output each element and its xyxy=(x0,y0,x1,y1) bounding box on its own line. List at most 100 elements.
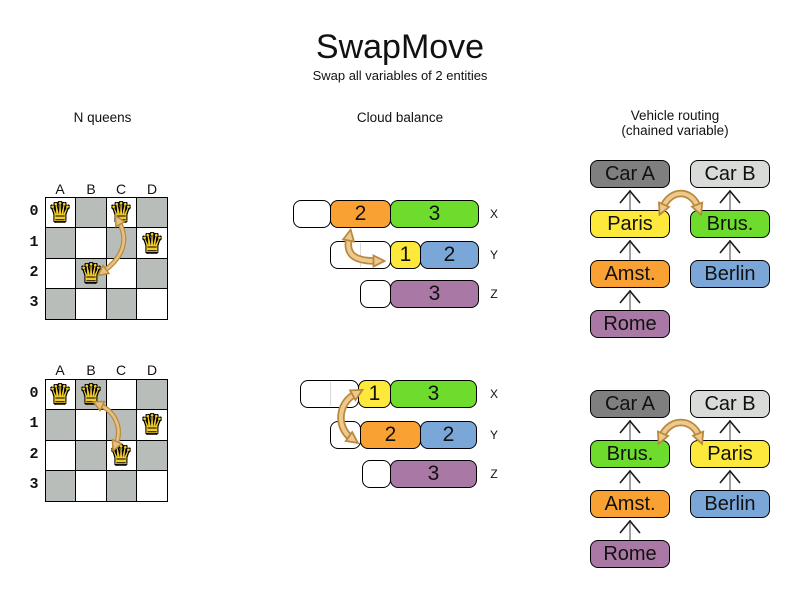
stop-brussels: Brus. xyxy=(690,210,770,238)
heading-nqueens: N queens xyxy=(73,110,132,125)
board-cell xyxy=(46,198,77,229)
computer-y-label: Y xyxy=(489,248,498,262)
board1-col-label-c: C xyxy=(115,181,127,197)
computer-z-label: Z xyxy=(490,287,498,301)
queen-icon: ♛ xyxy=(79,379,103,409)
heading-vehicle-routing-line1: Vehicle routing xyxy=(630,108,720,123)
queen-icon: ♛ xyxy=(109,440,133,470)
board2-col-label-b: B xyxy=(86,362,96,378)
board-cell xyxy=(106,440,137,471)
chain-up-arrow xyxy=(619,189,741,310)
board1-col-label-d: D xyxy=(146,181,158,197)
queen-icon: ♛ xyxy=(109,197,133,227)
page-title: SwapMove xyxy=(315,28,485,66)
board-cell xyxy=(46,470,77,501)
slot-divider xyxy=(360,243,361,267)
computer-z-label: Z xyxy=(490,467,498,481)
board-cell xyxy=(46,258,77,289)
board-cell xyxy=(136,258,167,289)
process-yellow: 1 xyxy=(390,241,421,269)
process-green: 3 xyxy=(390,200,479,228)
board-cell xyxy=(106,380,137,411)
board-cell xyxy=(106,288,137,319)
computer-y-empty-slot xyxy=(330,421,361,449)
board2-row-label-3: 3 xyxy=(29,476,39,493)
board-cell xyxy=(137,471,167,501)
board-cell xyxy=(46,228,77,259)
stop-rome: Rome xyxy=(590,310,670,338)
board-cell xyxy=(46,288,77,319)
board-cell xyxy=(46,410,77,441)
board2-col-label-c: C xyxy=(115,362,127,378)
board-cell xyxy=(106,410,137,441)
heading-vehicle-routing-line2: (chained variable) xyxy=(621,123,729,138)
board-cell xyxy=(136,410,167,441)
process-blue: 2 xyxy=(420,421,477,449)
board1-row-label-0: 0 xyxy=(29,203,39,220)
process-green: 3 xyxy=(390,380,477,408)
board-cell xyxy=(136,228,167,259)
board2-col-label-d: D xyxy=(146,362,158,378)
stop-amsterdam: Amst. xyxy=(590,490,670,518)
board2-row-label-0: 0 xyxy=(29,385,39,402)
board1-col-label-b: B xyxy=(86,181,96,197)
queen-icon: ♛ xyxy=(140,409,164,439)
heading-cloud-balance: Cloud balance xyxy=(356,110,444,125)
queen-icon: ♛ xyxy=(48,379,72,409)
computer-x-empty-slot xyxy=(293,200,331,228)
board-cell xyxy=(76,410,107,441)
board-cell xyxy=(136,198,167,229)
vehicle-car-b: Car B xyxy=(690,160,770,188)
board-cell xyxy=(106,228,137,259)
vehicle-car-a: Car A xyxy=(590,390,670,418)
computer-z-empty-slot xyxy=(362,460,391,488)
stop-amsterdam: Amst. xyxy=(590,260,670,288)
board2-row-label-1: 1 xyxy=(29,415,39,432)
stop-rome: Rome xyxy=(590,540,670,568)
page-subtitle: Swap all variables of 2 entities xyxy=(312,68,488,83)
board-cell xyxy=(76,440,107,471)
stop-paris: Paris xyxy=(690,440,770,468)
process-purple: 3 xyxy=(390,460,477,488)
queen-icon: ♛ xyxy=(79,258,103,288)
vehicle-car-a: Car A xyxy=(590,160,670,188)
process-orange: 2 xyxy=(360,421,421,449)
board-cell xyxy=(46,440,77,471)
board-cell xyxy=(106,470,137,501)
heading-vehicle-routing: Vehicle routing (chained variable) xyxy=(585,108,765,138)
chain-up-arrow xyxy=(619,419,741,540)
stop-berlin: Berlin xyxy=(690,260,770,288)
stop-berlin: Berlin xyxy=(690,490,770,518)
board-cell xyxy=(136,440,167,471)
board1-row-label-1: 1 xyxy=(29,234,39,251)
computer-y-label: Y xyxy=(489,428,498,442)
board-cell xyxy=(136,380,167,411)
board-cell xyxy=(106,258,137,289)
board1-row-label-3: 3 xyxy=(29,294,39,311)
queen-icon: ♛ xyxy=(48,197,72,227)
stop-brussels: Brus. xyxy=(590,440,670,468)
process-blue: 2 xyxy=(420,241,479,269)
vehicle-car-b: Car B xyxy=(690,390,770,418)
board-cell xyxy=(76,470,107,501)
board2-col-label-a: A xyxy=(55,362,65,378)
board-cell xyxy=(76,198,107,229)
computer-z-empty-slot xyxy=(360,280,391,308)
board-cell xyxy=(76,288,107,319)
swap-arrow xyxy=(662,418,699,437)
board1-row-label-2: 2 xyxy=(29,264,39,281)
slot-divider xyxy=(330,382,331,406)
board-cell xyxy=(76,228,107,259)
computer-x-label: X xyxy=(489,207,498,221)
process-purple: 3 xyxy=(390,280,479,308)
board-cell xyxy=(137,289,167,319)
swap-arrow xyxy=(663,189,698,208)
board-cell xyxy=(46,380,77,411)
stop-paris: Paris xyxy=(590,210,670,238)
board2-row-label-2: 2 xyxy=(29,446,39,463)
computer-x-label: X xyxy=(489,387,498,401)
process-yellow: 1 xyxy=(358,380,391,408)
board1-col-label-a: A xyxy=(55,181,65,197)
queen-icon: ♛ xyxy=(140,228,164,258)
